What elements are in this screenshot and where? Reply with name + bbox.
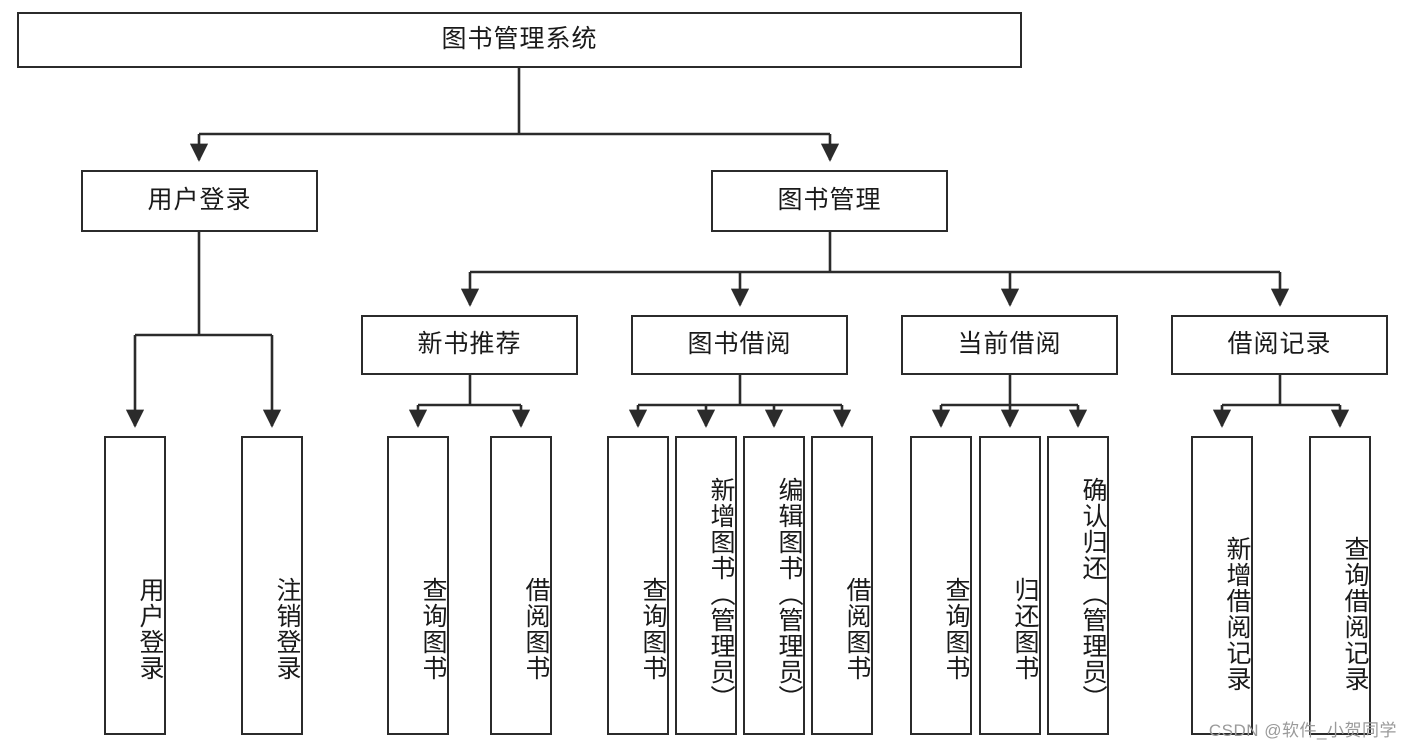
leaf-user-login-login[interactable]: 用户登录 xyxy=(104,436,166,735)
leaf-book-borrow-edit-book-admin[interactable]: 编辑图书（管理员） xyxy=(743,436,805,735)
node-new-book-recommend[interactable]: 新书推荐 xyxy=(361,315,578,375)
node-borrow-record[interactable]: 借阅记录 xyxy=(1171,315,1388,375)
node-book-management[interactable]: 图书管理 xyxy=(711,170,948,232)
leaf-book-borrow-query-books[interactable]: 查询图书 xyxy=(607,436,669,735)
csdn-watermark: CSDN @软件_小贺同学 xyxy=(1208,721,1397,740)
node-current-borrow[interactable]: 当前借阅 xyxy=(901,315,1118,375)
leaf-current-borrow-return-books[interactable]: 归还图书 xyxy=(979,436,1041,735)
leaf-new-book-borrow-books[interactable]: 借阅图书 xyxy=(490,436,552,735)
node-root-book-management-system[interactable]: 图书管理系统 xyxy=(17,12,1022,68)
leaf-book-borrow-borrow-books[interactable]: 借阅图书 xyxy=(811,436,873,735)
leaf-borrow-record-query-record[interactable]: 查询借阅记录 xyxy=(1309,436,1371,735)
node-book-borrow[interactable]: 图书借阅 xyxy=(631,315,848,375)
leaf-current-borrow-confirm-return-admin[interactable]: 确认归还（管理员） xyxy=(1047,436,1109,735)
leaf-borrow-record-add-record[interactable]: 新增借阅记录 xyxy=(1191,436,1253,735)
node-user-login[interactable]: 用户登录 xyxy=(81,170,318,232)
leaf-user-login-logout[interactable]: 注销登录 xyxy=(241,436,303,735)
leaf-current-borrow-query-books[interactable]: 查询图书 xyxy=(910,436,972,735)
leaf-book-borrow-add-book-admin[interactable]: 新增图书（管理员） xyxy=(675,436,737,735)
leaf-new-book-query-books[interactable]: 查询图书 xyxy=(387,436,449,735)
